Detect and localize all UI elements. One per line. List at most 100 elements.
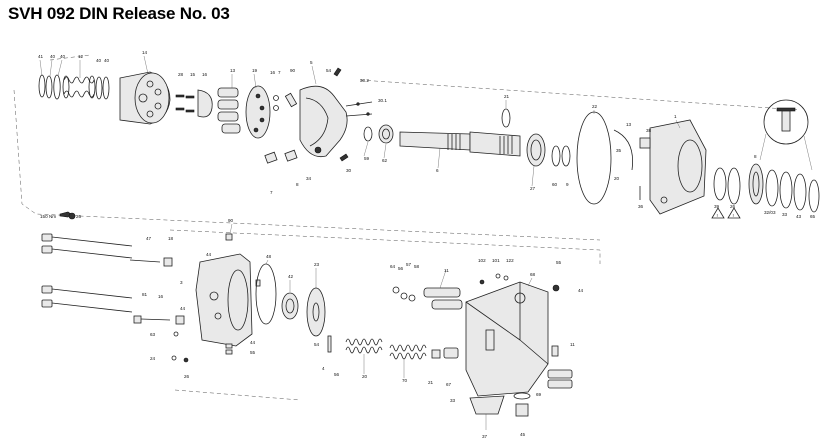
label: 150 Nm [40, 214, 56, 219]
piston-67 [443, 347, 459, 359]
label: 60 [552, 182, 558, 187]
svg-text:!: ! [717, 213, 718, 218]
label: 28 [178, 72, 184, 77]
control-housing-68 [465, 281, 549, 397]
ring-60 [551, 145, 561, 167]
label: 48 [266, 254, 272, 259]
retaining-plate-19 [245, 85, 271, 139]
bearing-62 [378, 124, 394, 144]
label: 54 [326, 68, 332, 73]
label: 18 [168, 236, 174, 241]
pistons-11b [547, 369, 573, 389]
label: 63 [150, 332, 156, 337]
label: 8 [754, 154, 757, 159]
label: 44 [206, 252, 212, 257]
label: 40 [104, 58, 110, 63]
plug-10 [551, 345, 559, 357]
spring-20 [345, 338, 383, 354]
label: 81 [142, 292, 148, 297]
port-plate-3 [195, 253, 253, 347]
detail-callout [759, 99, 813, 171]
label: 16 [270, 70, 276, 75]
label: 90 [228, 218, 234, 223]
seal-63 [173, 331, 179, 337]
ring-36 [713, 167, 727, 201]
label: 7 [278, 70, 281, 75]
label: 41 [38, 54, 44, 59]
label: 36 [638, 204, 644, 209]
label: 16 [202, 72, 208, 77]
circlip-21 [501, 108, 511, 128]
label: 101 [492, 258, 500, 263]
ring-40c [95, 76, 103, 100]
label: 4 [322, 366, 325, 371]
label: 62 [382, 158, 388, 163]
seal-24 [171, 355, 177, 361]
label: 26 [76, 214, 82, 219]
label: 47 [146, 236, 152, 241]
label: 24 [150, 356, 156, 361]
ring-9 [561, 145, 571, 167]
spring-seat-21 [431, 349, 441, 359]
label: 44 [180, 306, 186, 311]
label: 57 [406, 262, 412, 267]
seal-ring-59 [363, 126, 373, 142]
label: 19 [252, 68, 258, 73]
bolts-26 [41, 233, 133, 313]
assembly-boundary-lower [169, 229, 601, 401]
label: 40 [50, 54, 56, 59]
control-pistons-11 [423, 287, 463, 310]
label: 11 [444, 268, 449, 273]
plug-55b [552, 284, 560, 292]
label: 65 [810, 214, 816, 219]
assembly-boundary-upper [13, 54, 801, 241]
pins-7 [284, 92, 298, 108]
label: 44 [250, 340, 256, 345]
spring-70 [389, 344, 427, 360]
label: 55 [250, 350, 256, 355]
label: 70 [402, 378, 408, 383]
pin-90b [255, 279, 261, 287]
label: 15 [190, 72, 196, 77]
label: 14 [142, 50, 148, 55]
plug-44b [225, 343, 233, 349]
screw-63 [339, 153, 349, 162]
seal-69-45 [513, 392, 531, 417]
housing-flange-1 [639, 119, 707, 215]
ball-guide-15 [197, 89, 213, 118]
label: 37 [482, 434, 488, 439]
label: 38 [646, 128, 652, 133]
label: 20 [362, 374, 368, 379]
label: 56 [334, 372, 340, 377]
label: 32/03 [764, 210, 776, 215]
tapered-bearing-6 [526, 133, 546, 167]
ring-40d [102, 76, 110, 100]
shoe-plates-8 [264, 149, 298, 164]
pistons-13 [217, 87, 241, 134]
label: 30 [346, 168, 352, 173]
label: 40 [96, 58, 102, 63]
screw-54 [333, 67, 342, 77]
label: 122 [506, 258, 514, 263]
label: 30.1 [378, 98, 387, 103]
label: 102 [478, 258, 486, 263]
shaft-seal-8 [748, 163, 764, 205]
pin-4 [327, 335, 332, 353]
label: 23 [314, 262, 320, 267]
label: 33 [450, 398, 456, 403]
retaining-rings-group [38, 74, 61, 100]
cover-plate-33 [469, 395, 505, 430]
label: 54 [314, 342, 320, 347]
bearing-pins-16 [273, 95, 279, 111]
seal-26c [183, 357, 189, 363]
valve-plate-23 [306, 287, 326, 337]
label: 40 [60, 54, 66, 59]
screws-30 [345, 101, 373, 117]
label: 20 [614, 176, 620, 181]
label: 26 [184, 374, 190, 379]
page-title: SVH 092 DIN Release No. 03 [8, 4, 230, 23]
seals-54-58 [392, 286, 416, 302]
label: 21 [428, 380, 434, 385]
label: 68 [530, 272, 536, 277]
